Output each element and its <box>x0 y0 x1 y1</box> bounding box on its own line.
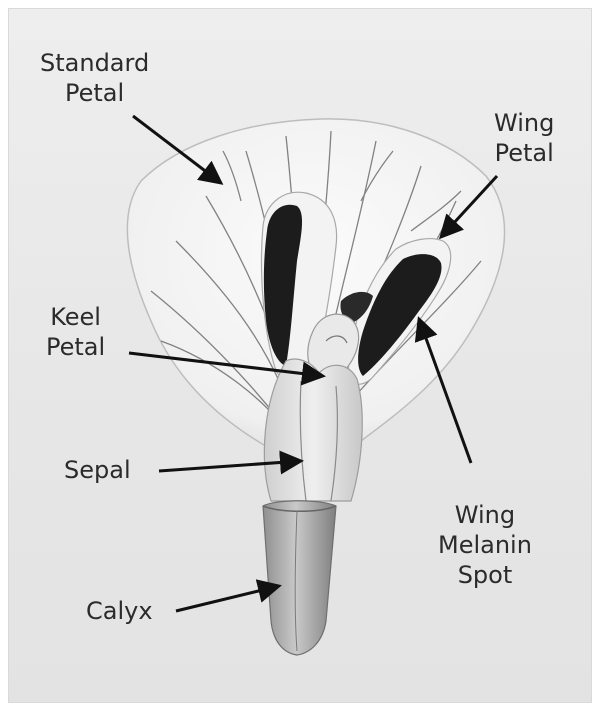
arrow-calyx <box>176 586 279 611</box>
label-line: Sepal <box>64 455 131 485</box>
label-keel-petal: Keel Petal <box>46 302 105 362</box>
label-standard-petal: Standard Petal <box>40 48 149 108</box>
sepals <box>264 359 362 501</box>
label-sepal: Sepal <box>64 455 131 485</box>
label-line: Spot <box>438 560 532 590</box>
label-line: Calyx <box>86 596 153 626</box>
label-line: Melanin <box>438 530 532 560</box>
label-line: Petal <box>46 332 105 362</box>
label-calyx: Calyx <box>86 596 153 626</box>
label-line: Wing <box>494 108 554 138</box>
label-line: Wing <box>438 500 532 530</box>
label-wing-petal: Wing Petal <box>494 108 554 168</box>
label-line: Petal <box>40 78 149 108</box>
calyx <box>263 501 336 655</box>
label-line: Keel <box>46 302 105 332</box>
label-line: Standard <box>40 48 149 78</box>
label-line: Petal <box>494 138 554 168</box>
label-wing-melanin-spot: Wing Melanin Spot <box>438 500 532 590</box>
